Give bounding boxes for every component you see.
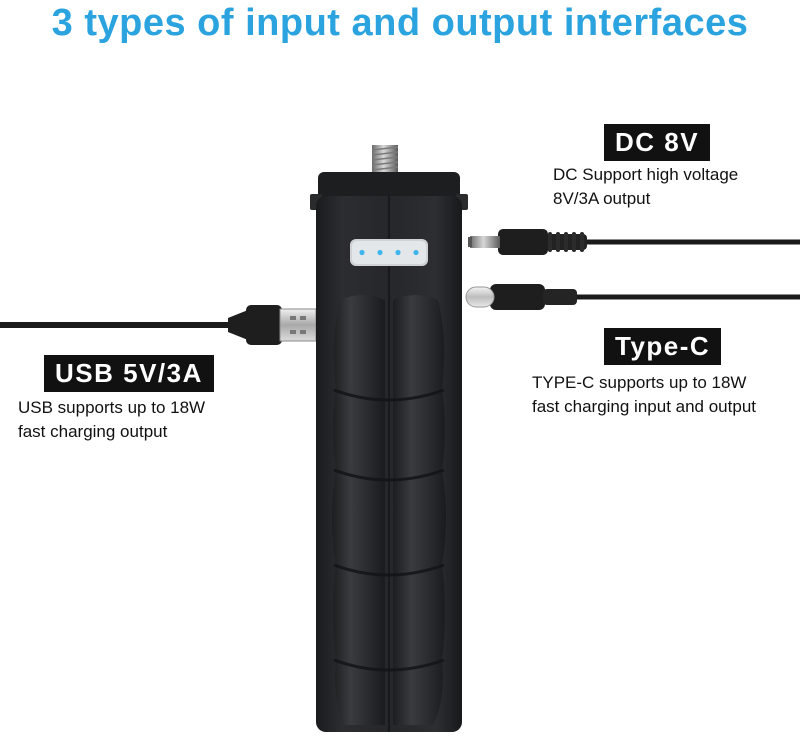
usb-description: USB supports up to 18W fast charging out…	[18, 396, 205, 444]
usb-badge: USB 5V/3A	[44, 355, 214, 392]
finger-grips	[332, 295, 446, 725]
battery-led	[395, 249, 401, 256]
mount-screw	[371, 145, 399, 175]
battery-led	[413, 249, 419, 256]
usb-description-line: fast charging output	[18, 422, 168, 441]
typec-description-line: TYPE-C supports up to 18W	[532, 373, 747, 392]
typec-cable	[465, 284, 800, 310]
typec-badge: Type-C	[604, 328, 722, 365]
page-title: 3 types of input and output interfaces	[51, 2, 749, 44]
typec-description: TYPE-C supports up to 18W fast charging …	[532, 371, 756, 419]
dc-badge: DC 8V	[604, 124, 711, 161]
dc-cable	[468, 229, 800, 255]
dc-description-line: 8V/3A output	[553, 189, 651, 208]
battery-indicator	[350, 239, 428, 266]
battery-led	[377, 249, 383, 256]
usb-description-line: USB supports up to 18W	[18, 398, 206, 417]
usb-cable	[0, 305, 317, 345]
typec-description-line: fast charging input and output	[532, 397, 756, 416]
battery-grip	[310, 145, 468, 732]
dc-description: DC Support high voltage 8V/3A output	[553, 163, 738, 211]
dc-description-line: DC Support high voltage	[553, 165, 739, 184]
battery-led	[359, 249, 365, 256]
